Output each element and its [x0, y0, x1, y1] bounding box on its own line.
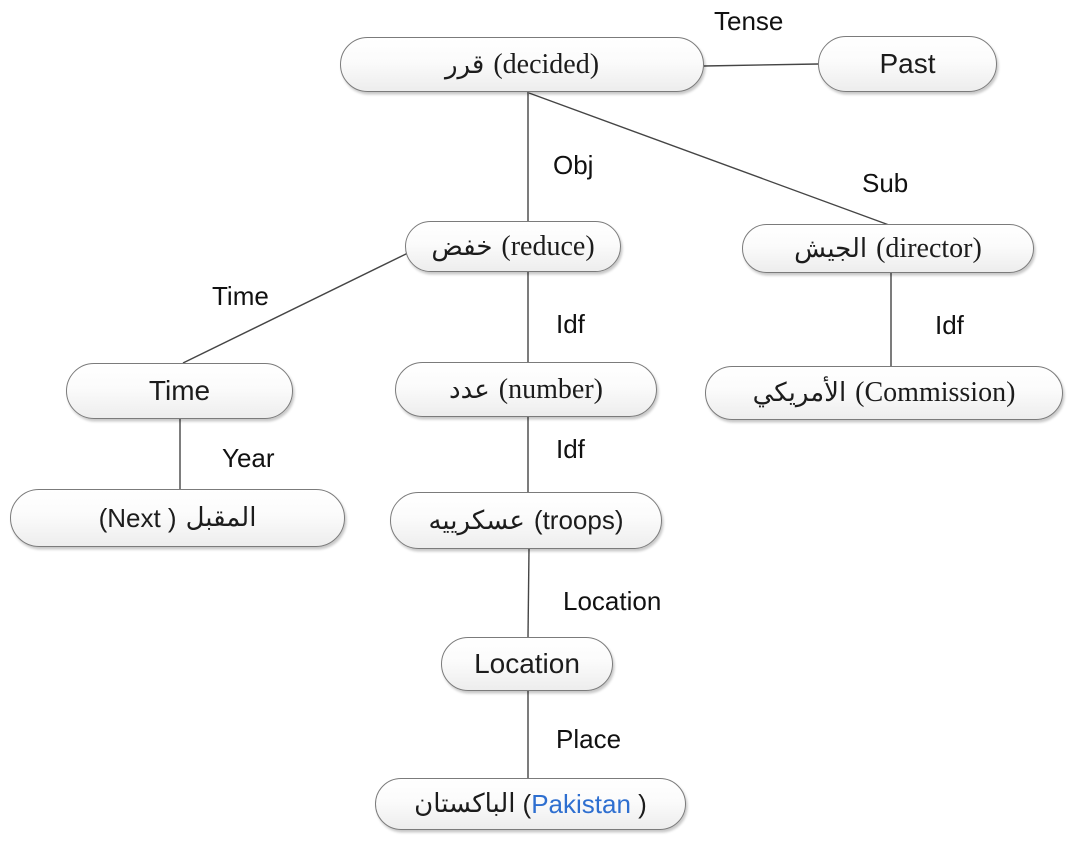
node-director[interactable]: الجيش (director) — [742, 224, 1034, 273]
edge-label-place: Place — [556, 724, 622, 754]
edge-label-idf-2: Idf — [935, 310, 964, 340]
node-decided-arabic: قرر — [444, 49, 485, 80]
node-decided[interactable]: قرر (decided) — [340, 37, 704, 92]
node-pakistan[interactable]: الباكستان(Pakistan ) — [375, 778, 686, 830]
node-commission-gloss: (Commission) — [855, 377, 1016, 408]
node-pakistan-arabic: الباكستان — [414, 789, 516, 819]
node-past-label: Past — [879, 48, 936, 79]
node-time-label: Time — [148, 375, 211, 406]
node-past[interactable]: Past — [818, 36, 997, 92]
node-next-arabic: المقبل — [185, 503, 257, 533]
edge-label-sub: Sub — [862, 168, 909, 198]
node-pakistan-gloss: (Pakistan ) — [523, 789, 647, 820]
node-next[interactable]: (Next ) المقبل — [10, 489, 345, 547]
node-time[interactable]: Time — [66, 363, 293, 419]
edge-reduce-time — [182, 252, 409, 364]
node-commission[interactable]: الأمريكي (Commission) — [705, 366, 1063, 420]
edge-label-time: Time — [212, 281, 269, 311]
edge-label-year: Year — [222, 443, 275, 473]
pakistan-word: Pakistan — [531, 788, 631, 819]
node-troops-arabic: عسكرييه — [428, 505, 525, 536]
node-next-gloss: (Next ) — [98, 502, 177, 533]
node-number[interactable]: عدد (number) — [395, 362, 657, 417]
node-reduce[interactable]: خفض (reduce) — [405, 221, 621, 272]
node-troops-gloss: (troops) — [533, 505, 624, 535]
edge-label-obj: Obj — [553, 150, 594, 180]
edge-troops-location — [527, 548, 530, 638]
node-director-arabic: الجيش — [794, 233, 868, 264]
node-reduce-arabic: خفض — [431, 231, 493, 262]
node-commission-arabic: الأمريكي — [752, 378, 847, 408]
node-reduce-gloss: (reduce) — [501, 230, 595, 262]
edge-decided-director — [528, 92, 890, 226]
edge-label-location: Location — [563, 586, 662, 616]
node-location-label: Location — [474, 648, 580, 679]
edge-label-tense: Tense — [714, 6, 784, 36]
edge-label-idf-3: Idf — [556, 434, 585, 464]
edge-decided-past — [703, 63, 819, 67]
node-troops[interactable]: عسكرييه (troops) — [390, 492, 662, 549]
node-number-gloss: (number) — [498, 373, 603, 405]
node-director-gloss: (director) — [876, 232, 982, 264]
node-number-arabic: عدد — [449, 374, 490, 405]
pakistan-paren-close: ) — [630, 788, 647, 819]
node-decided-gloss: (decided) — [493, 48, 600, 80]
edge-label-idf-1: Idf — [556, 309, 585, 339]
node-location[interactable]: Location — [441, 637, 613, 691]
pakistan-paren-open: ( — [522, 788, 532, 819]
